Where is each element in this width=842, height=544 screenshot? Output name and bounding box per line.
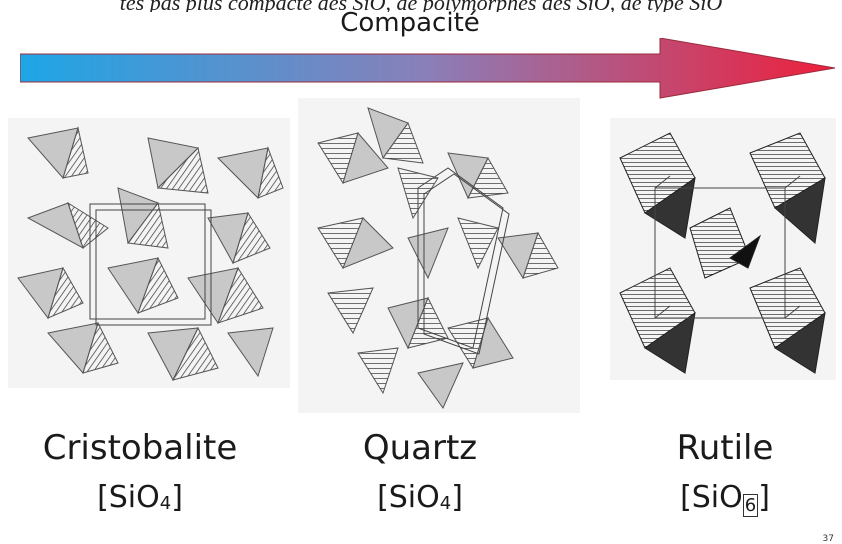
quartz-formula: [SiO4] — [377, 480, 463, 515]
cristobalite-structure-diagram — [8, 118, 290, 388]
compacity-label: Compacité — [340, 8, 480, 38]
compacity-gradient-arrow — [20, 38, 835, 99]
rutile-label: Rutile — [676, 428, 774, 468]
rutile-structure-diagram — [610, 118, 836, 380]
footnote-number: 37 — [822, 534, 834, 544]
quartz-structure-diagram — [298, 98, 580, 413]
cristobalite-label: Cristobalite — [42, 428, 238, 468]
clipped-caption-line: tes pas plus compacte des SiO, de polymo… — [0, 0, 842, 12]
cristobalite-formula: [SiO4] — [97, 480, 183, 515]
quartz-label: Quartz — [362, 428, 478, 468]
